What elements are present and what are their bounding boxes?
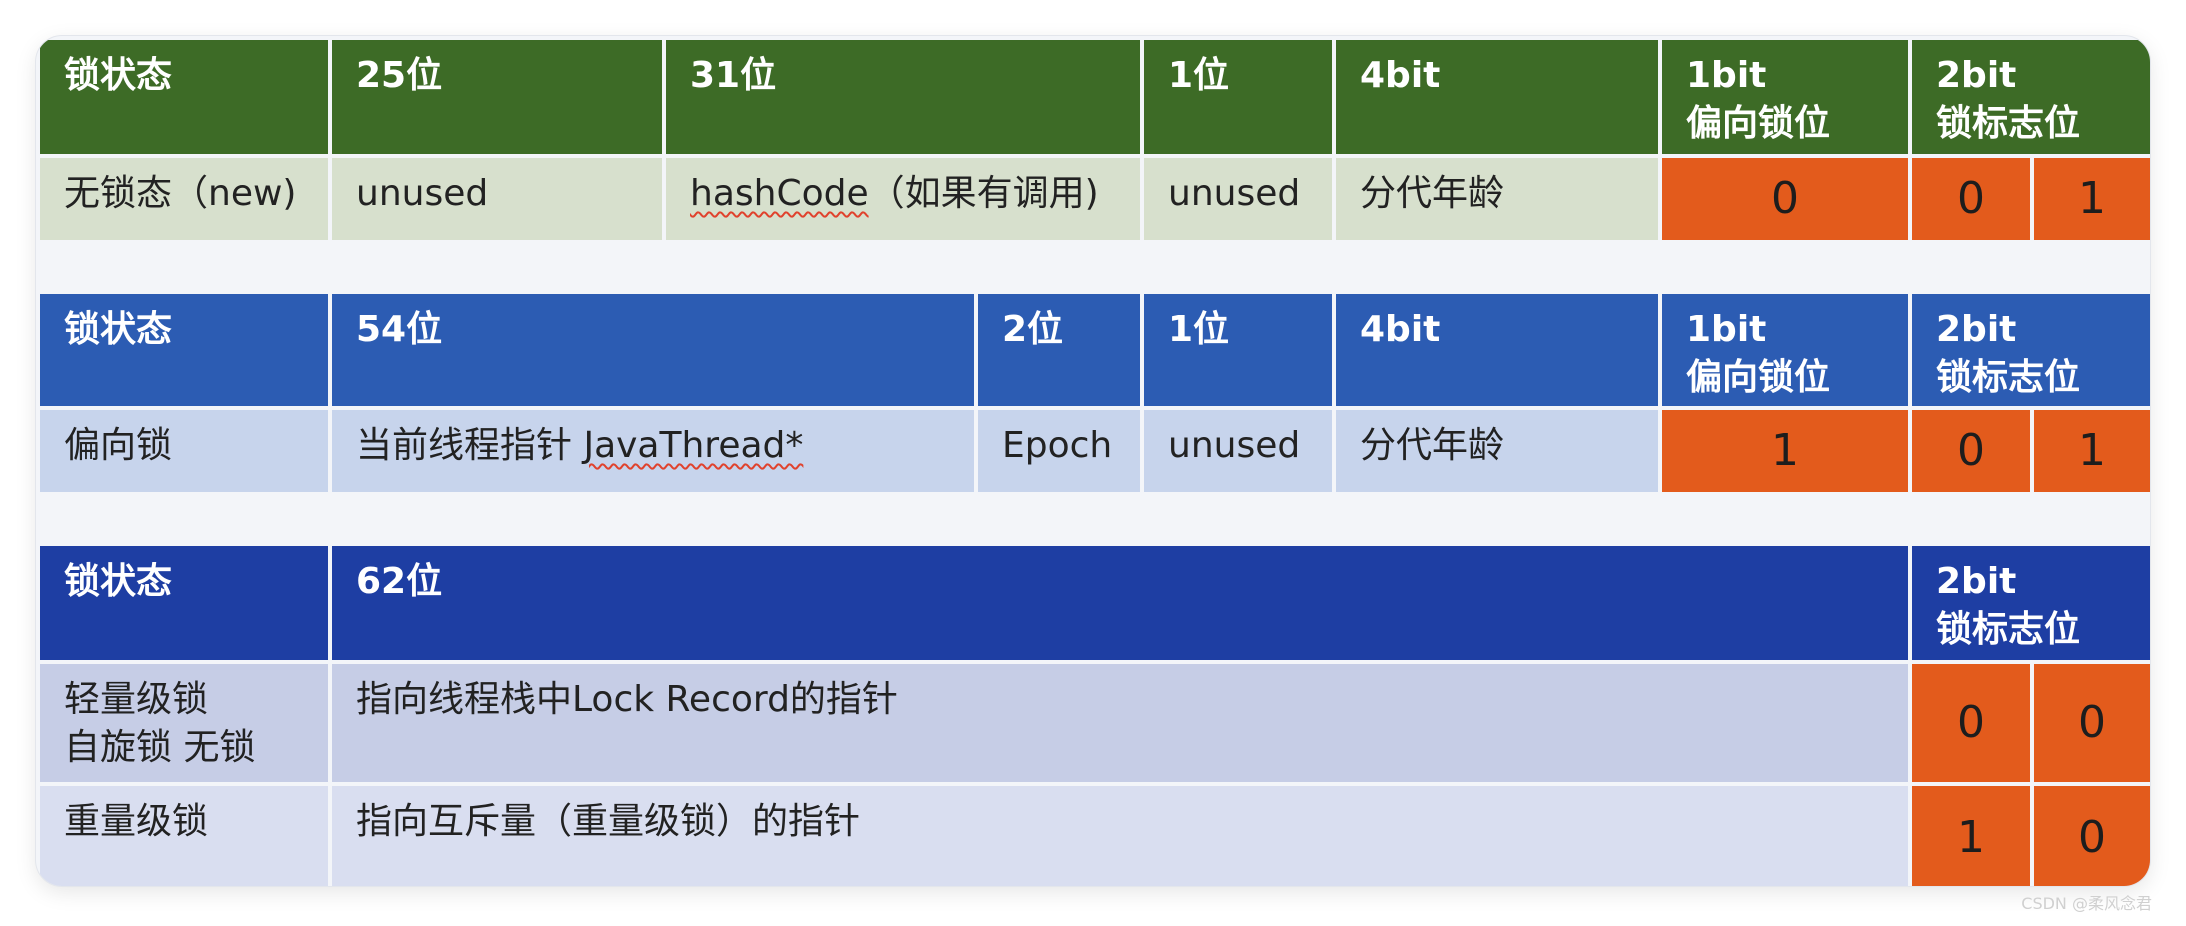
t3-row1-content: 指向线程栈中Lock Record的指针 xyxy=(332,664,1908,782)
t1-row-age-text: 分代年龄 xyxy=(1360,173,1505,214)
t3-header-flag-bits: 2bit 锁标志位 xyxy=(1912,546,2150,660)
t1-header-31bit: 31位 xyxy=(666,40,1140,154)
t1-flag-bit-1-value: 0 xyxy=(1957,173,1985,224)
t3-row2-flag-bit-1-cell: 1 xyxy=(1912,786,2030,886)
t3-row2-flag-bit-1-value: 1 xyxy=(1957,812,1985,863)
t3-header-62bit: 62位 xyxy=(332,546,1908,660)
t2-row-age: 分代年龄 xyxy=(1336,410,1658,492)
t3-row1-flag-bit-2-value: 0 xyxy=(2078,697,2106,748)
t1-biased-bit-value: 0 xyxy=(1771,173,1799,224)
t3-row1-flag-bit-1-value: 0 xyxy=(1957,697,1985,748)
t1-flag-bit-2-cell: 1 xyxy=(2034,158,2150,240)
t3-header-62bit-label: 62位 xyxy=(356,561,443,602)
t1-biased-bit-cell: 0 xyxy=(1662,158,1908,240)
t2-row-54bit-text: 当前线程指针 JavaThread* xyxy=(332,410,974,492)
t1-header-1bit-unused-label: 1位 xyxy=(1168,55,1230,96)
t2-header-4bit: 4bit xyxy=(1336,294,1658,406)
t2-row-1bit-text: unused xyxy=(1168,425,1301,466)
t1-header-biased-bit-label: 1bit 偏向锁位 xyxy=(1686,55,1831,144)
t1-header-flag-bits-label: 2bit 锁标志位 xyxy=(1936,55,2081,144)
t2-flag-bit-2-value: 1 xyxy=(2078,425,2106,476)
t2-javathread-text: JavaThread* xyxy=(583,425,804,466)
t1-header-flag-bits: 2bit 锁标志位 xyxy=(1912,40,2150,154)
t2-header-flag-bits: 2bit 锁标志位 xyxy=(1912,294,2150,406)
t1-row-state: 无锁态（new) xyxy=(40,158,328,240)
t1-flag-bit-1-cell: 0 xyxy=(1912,158,2030,240)
t1-row-1bit-text: unused xyxy=(1168,173,1301,214)
t1-header-biased-bit: 1bit 偏向锁位 xyxy=(1662,40,1908,154)
t1-row-31bit-text: hashCode（如果有调用) xyxy=(666,158,1140,240)
t1-header-31bit-label: 31位 xyxy=(690,55,777,96)
t2-header-54bit-label: 54位 xyxy=(356,309,443,350)
t3-row2-content-text: 指向互斥量（重量级锁）的指针 xyxy=(356,801,861,842)
t1-row-25bit: unused xyxy=(332,158,662,240)
t1-header-1bit-unused: 1位 xyxy=(1144,40,1332,154)
t3-row2-flag-bit-2-value: 0 xyxy=(2078,812,2106,863)
t2-biased-bit-value: 1 xyxy=(1771,425,1799,476)
t3-row2-flag-bit-2-cell: 0 xyxy=(2034,786,2150,886)
t1-header-25bit: 25位 xyxy=(332,40,662,154)
t2-row-epoch-text: Epoch xyxy=(1002,425,1113,466)
t1-hashcode-text: hashCode xyxy=(690,173,869,214)
t3-row1-content-text: 指向线程栈中Lock Record的指针 xyxy=(356,679,898,720)
t1-row-25bit-text: unused xyxy=(356,173,489,214)
t2-header-2bit-epoch-label: 2位 xyxy=(1002,309,1064,350)
t1-row-state-text: 无锁态（new) xyxy=(64,173,297,214)
t1-row-31bit: hashCode（如果有调用) xyxy=(666,158,1140,240)
t1-header-25bit-label: 25位 xyxy=(356,55,443,96)
t2-header-54bit: 54位 xyxy=(332,294,974,406)
t2-row-1bit: unused xyxy=(1144,410,1332,492)
t1-row-age: 分代年龄 xyxy=(1336,158,1658,240)
t3-row1-flag-bit-2-cell: 0 xyxy=(2034,664,2150,782)
t3-row1-state: 轻量级锁 自旋锁 无锁 xyxy=(40,664,328,782)
t2-header-biased-bit: 1bit 偏向锁位 xyxy=(1662,294,1908,406)
t2-header-4bit-label: 4bit xyxy=(1360,309,1441,350)
mark-word-diagram: 锁状态 25位 31位 1位 4bit 1bit 偏向锁位 2bit 锁标志位 … xyxy=(36,36,2150,886)
t3-header-lock-state: 锁状态 xyxy=(40,546,328,660)
t1-hashcode-note: （如果有调用) xyxy=(868,173,1099,214)
t3-header-flag-bits-label: 2bit 锁标志位 xyxy=(1936,561,2081,650)
t3-row1-state-text: 轻量级锁 自旋锁 无锁 xyxy=(64,679,256,768)
t1-header-4bit: 4bit xyxy=(1336,40,1658,154)
t1-header-lock-state-label: 锁状态 xyxy=(64,55,173,96)
t2-row-age-text: 分代年龄 xyxy=(1360,425,1505,466)
t2-row-state: 偏向锁 xyxy=(40,410,328,492)
t1-header-4bit-label: 4bit xyxy=(1360,55,1441,96)
t2-flag-bit-1-cell: 0 xyxy=(1912,410,2030,492)
t2-row-epoch: Epoch xyxy=(978,410,1140,492)
t1-row-1bit: unused xyxy=(1144,158,1332,240)
t2-row-state-text: 偏向锁 xyxy=(64,425,173,466)
t3-row2-content: 指向互斥量（重量级锁）的指针 xyxy=(332,786,1908,886)
t3-row1-flag-bit-1-cell: 0 xyxy=(1912,664,2030,782)
t3-row2-state: 重量级锁 xyxy=(40,786,328,886)
t2-flag-bit-2-cell: 1 xyxy=(2034,410,2150,492)
csdn-watermark: CSDN @柔风念君 xyxy=(2021,894,2152,913)
t2-biased-bit-cell: 1 xyxy=(1662,410,1908,492)
t2-header-flag-bits-label: 2bit 锁标志位 xyxy=(1936,309,2081,398)
t1-flag-bit-2-value: 1 xyxy=(2078,173,2106,224)
t2-header-lock-state-label: 锁状态 xyxy=(64,309,173,350)
t2-header-1bit-unused-label: 1位 xyxy=(1168,309,1230,350)
t2-flag-bit-1-value: 0 xyxy=(1957,425,1985,476)
t1-header-lock-state: 锁状态 xyxy=(40,40,328,154)
t2-header-lock-state: 锁状态 xyxy=(40,294,328,406)
t3-header-lock-state-label: 锁状态 xyxy=(64,561,173,602)
t2-header-2bit-epoch: 2位 xyxy=(978,294,1140,406)
t2-header-biased-bit-label: 1bit 偏向锁位 xyxy=(1686,309,1831,398)
t3-row2-state-text: 重量级锁 xyxy=(64,801,209,842)
t2-row-54bit: 当前线程指针 JavaThread* xyxy=(332,410,974,492)
t2-header-1bit-unused: 1位 xyxy=(1144,294,1332,406)
t2-thread-pointer-prefix: 当前线程指针 xyxy=(356,425,584,466)
